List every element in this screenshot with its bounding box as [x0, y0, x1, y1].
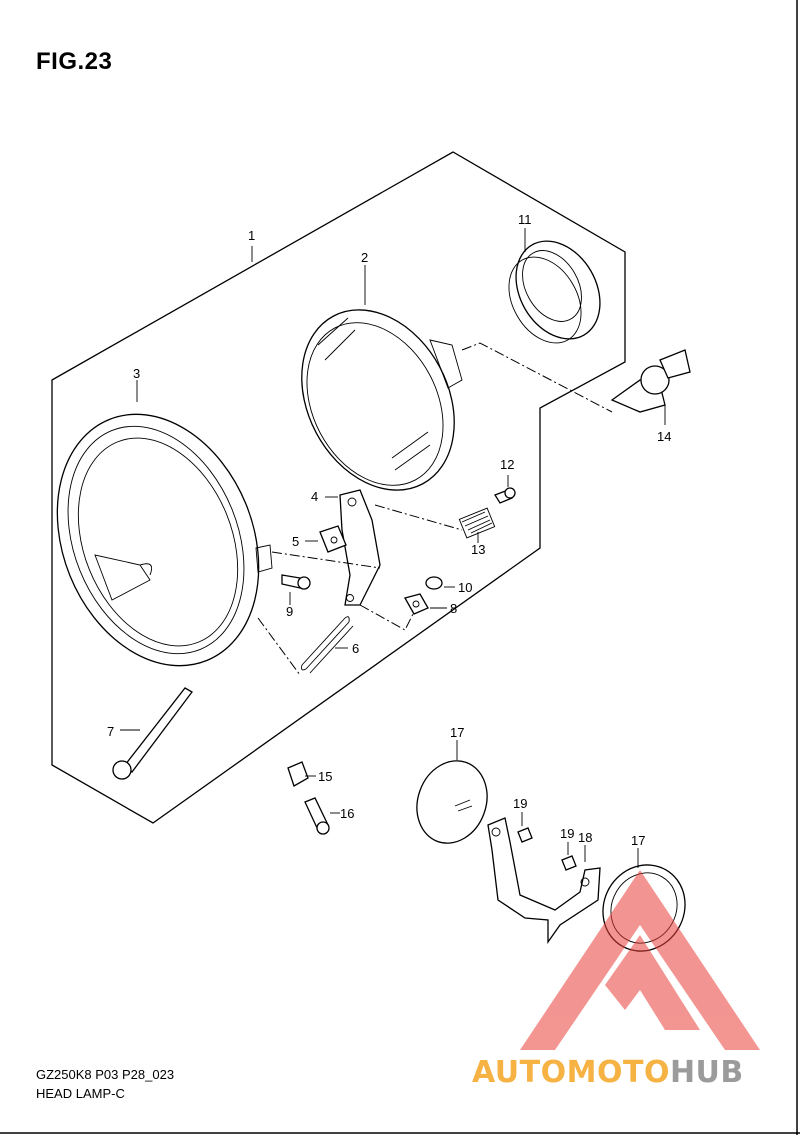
reflector-bracket: [487, 817, 601, 945]
figure-title: FIG.23: [36, 48, 113, 75]
part-ref-label: 8: [450, 601, 457, 616]
part-ref-label: 4: [311, 489, 318, 504]
headlamp-rim: [56, 380, 273, 667]
flange-nut-1: [517, 812, 533, 843]
mounting-bolt: [494, 475, 516, 504]
part-ref-label: 6: [352, 641, 359, 656]
reflector-left: [416, 740, 488, 844]
part-ref-label: 12: [500, 457, 514, 472]
watermark-mark: [520, 870, 760, 1050]
part-ref-label: 1: [248, 228, 255, 243]
long-adjust-screw: [112, 687, 193, 780]
model-code: GZ250K8 P03 P28_023: [36, 1067, 175, 1082]
headlamp-unit: [301, 265, 463, 491]
part-ref-label: 2: [361, 250, 368, 265]
part-ref-label: 7: [107, 724, 114, 739]
part-ref-label: 15: [318, 769, 332, 784]
watermark-logo: AUTOMOTOHUB: [472, 870, 760, 1090]
part-ref-label: 9: [286, 604, 293, 619]
watermark-prefix: AUTOMOTO: [472, 1055, 670, 1090]
watermark-text: AUTOMOTOHUB: [472, 1055, 744, 1090]
headlamp-bulb: [610, 349, 691, 425]
assembly-outline: [51, 151, 626, 824]
part-ref-label: 14: [657, 429, 671, 444]
adjust-screw: [281, 574, 311, 605]
part-ref-label: 18: [578, 830, 592, 845]
part-ref-label: 19: [513, 796, 527, 811]
retainer-nut: [305, 525, 347, 553]
part-ref-label: 10: [458, 580, 472, 595]
part-ref-labels: 1 2 3 4 5 6 7 8 9 10 11 12 13 14 15 16 1…: [107, 212, 671, 848]
adjust-spring: [458, 507, 496, 543]
tension-spring: [301, 616, 354, 674]
square-nut: [404, 593, 447, 615]
part-ref-label: 19: [560, 826, 574, 841]
socket-cover: [508, 228, 601, 344]
part-ref-label: 17: [631, 833, 645, 848]
part-ref-label: 13: [471, 542, 485, 557]
part-ref-label: 16: [340, 806, 354, 821]
part-ref-label: 11: [518, 212, 532, 227]
flange-nut-2: [561, 842, 577, 871]
part-ref-label: 17: [450, 725, 464, 740]
small-cap: [287, 761, 316, 787]
part-ref-label: 3: [133, 366, 140, 381]
watermark-suffix: HUB: [670, 1055, 744, 1090]
section-name: HEAD LAMP-C: [36, 1086, 125, 1101]
hex-bolt: [304, 797, 340, 835]
rubber-cushion: [425, 576, 455, 590]
part-ref-label: 5: [292, 534, 299, 549]
